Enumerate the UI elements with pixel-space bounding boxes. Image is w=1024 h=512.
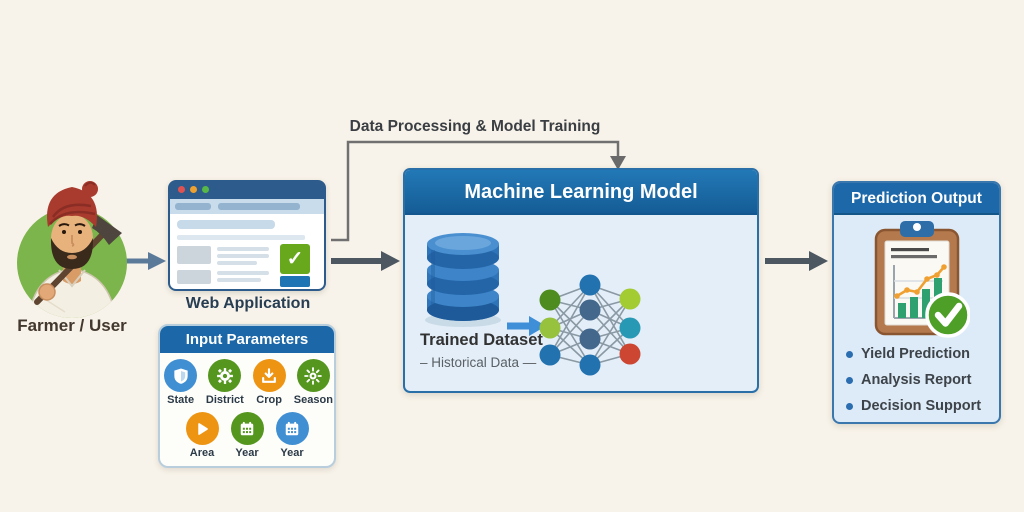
input-parameters-title: Input Parameters: [160, 326, 334, 353]
page-text-line: [217, 278, 261, 282]
parameter-state: State: [160, 359, 201, 406]
calendar-icon: [275, 412, 309, 445]
page-text-line: [177, 235, 305, 240]
farmer-label: Farmer / User: [17, 316, 127, 335]
ml-model-panel: Machine Learning Model: [403, 168, 759, 393]
window-dot-green: [202, 186, 209, 193]
bullet-icon: [846, 350, 853, 358]
browser-titlebar: [170, 180, 324, 199]
database-icon: [425, 233, 501, 327]
trained-dataset-label: Trained Dataset: [420, 331, 543, 349]
historical-data-label: – Historical Data —: [420, 355, 537, 370]
dataset-to-network-arrow: [507, 316, 546, 336]
bullet-icon: [846, 402, 853, 410]
bullet-icon: [846, 376, 853, 384]
play-arrow-icon: [185, 412, 219, 445]
prediction-output-list: Yield Prediction Analysis Report Decisio…: [846, 341, 981, 419]
browser-tab-strip: [170, 199, 324, 214]
page-image-block: [177, 246, 211, 264]
webpage-content: ✓: [170, 214, 324, 289]
form-check-icon: ✓: [280, 244, 310, 274]
parameter-row-2: Area Year Year: [160, 412, 334, 459]
report-clipboard-icon: [874, 221, 970, 338]
parameter-row-1: State District Crop: [160, 359, 334, 406]
parameter-season: Season: [293, 359, 334, 406]
check-badge-icon: [925, 292, 970, 338]
gear-icon: [208, 359, 242, 392]
turban: [47, 181, 98, 227]
arrow-ml-to-output: [765, 251, 828, 271]
parameter-district: District: [204, 359, 245, 406]
process-flow-label: Data Processing & Model Training: [349, 118, 601, 135]
browser-address-bar: [218, 203, 300, 210]
page-text-line: [217, 261, 257, 265]
shield-icon: [164, 359, 198, 392]
page-image-block: [177, 270, 211, 284]
prediction-output-title: Prediction Output: [834, 183, 999, 215]
page-search-bar: [177, 220, 275, 229]
form-submit-block: [280, 276, 310, 287]
list-item: Analysis Report: [846, 367, 981, 393]
input-parameters-panel: Input Parameters State District: [158, 324, 336, 468]
farmer-illustration: [17, 181, 127, 318]
list-item: Yield Prediction: [846, 341, 981, 367]
window-dot-orange: [190, 186, 197, 193]
neural-network-icon: [539, 274, 641, 376]
list-item: Decision Support: [846, 393, 981, 419]
parameter-crop: Crop: [249, 359, 290, 406]
page-text-line: [217, 247, 269, 251]
ml-model-title: Machine Learning Model: [405, 170, 757, 215]
browser-tab: [175, 203, 211, 210]
parameter-area: Area: [181, 412, 223, 459]
page-text-line: [217, 271, 269, 275]
page-text-line: [217, 254, 269, 258]
parameter-year-2: Year: [271, 412, 313, 459]
parameter-year-1: Year: [226, 412, 268, 459]
web-application-label: Web Application: [185, 295, 311, 312]
web-application-window: ✓: [168, 180, 326, 291]
calendar-icon: [230, 412, 264, 445]
window-dot-red: [178, 186, 185, 193]
sun-icon: [296, 359, 330, 392]
download-icon: [252, 359, 286, 392]
arrow-webapp-to-ml: [331, 251, 400, 271]
